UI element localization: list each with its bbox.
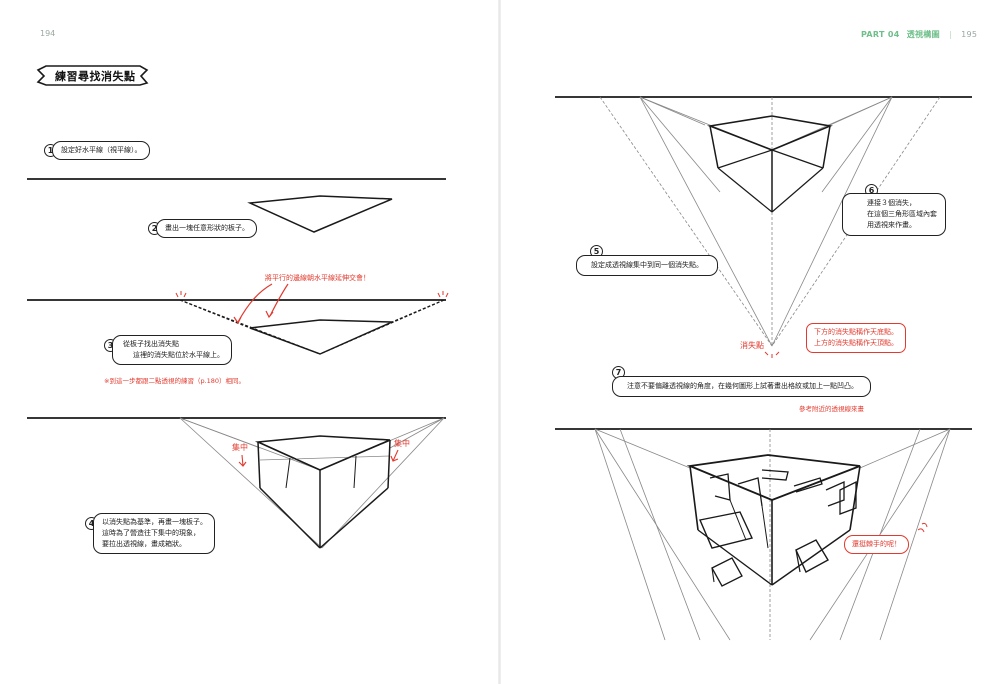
running-header: PART 04 透視構圖 | 195 xyxy=(861,29,977,40)
step-6-line-1: 連接３個消失， xyxy=(867,199,916,207)
label-converge-right: 集中 xyxy=(394,439,410,448)
right-diagrams xyxy=(555,96,972,641)
step-1-text: 設定好水平線（視平線）。 xyxy=(61,146,142,154)
step-badge-5: 5 xyxy=(590,245,603,258)
page-number-right: 195 xyxy=(961,30,978,39)
step-6-bubble: 連接３個消失， 在這個三角形區域內套 用透視來作畫。 xyxy=(842,193,946,236)
header-part: PART 04 xyxy=(861,30,900,39)
step-3-bubble: 從板子找出消失點 這裡的消失點位於水平線上。 xyxy=(112,335,232,365)
note-parallel-lines: 將平行的邊線朝水平線延伸交會！ xyxy=(265,274,370,282)
section-title: 練習尋找消失點 xyxy=(55,70,136,83)
header-title: 透視構圖 xyxy=(906,30,940,39)
header-separator: | xyxy=(949,30,952,39)
title-banner-shape xyxy=(36,65,149,86)
step-4-line-3: 要拉出透視線，畫成箱狀。 xyxy=(102,540,186,548)
note-reference-p180: ※到這一步都跟二點透視的練習（p.180）相同。 xyxy=(104,377,246,385)
note-nadir: 下方的消失點稱作天底點。 xyxy=(814,328,898,336)
board-step3 xyxy=(249,319,393,355)
page-number-left: 194 xyxy=(40,29,56,38)
step-5-bubble: 設定成透視線集中到同一個消失點。 xyxy=(576,255,718,276)
note-difficulty-bubble: 還挺棘手的呢！ xyxy=(844,535,909,554)
left-page: 194 練習尋找消失點 xyxy=(0,0,499,684)
step-2-text: 畫出一塊任意形狀的板子。 xyxy=(165,224,249,232)
page-gutter xyxy=(498,0,501,684)
note-zenith: 上方的消失點稱作天頂點。 xyxy=(814,339,898,347)
step-3-line-1: 從板子找出消失點 xyxy=(123,340,179,348)
step-7-text: 注意不要偏離透視線的角度，在幾何圖形上試著畫出格紋或加上一點凹凸。 xyxy=(627,382,858,390)
right-page: PART 04 透視構圖 | 195 xyxy=(500,0,999,684)
step-4-line-1: 以消失點為基準，再畫一塊板子。 xyxy=(102,518,207,526)
left-diagrams xyxy=(27,178,449,549)
note-difficulty: 還挺棘手的呢！ xyxy=(852,540,901,548)
step-2-bubble: 畫出一塊任意形狀的板子。 xyxy=(156,219,257,238)
step-5-text: 設定成透視線集中到同一個消失點。 xyxy=(591,261,703,269)
step-6-line-3: 用透視來作畫。 xyxy=(867,221,916,229)
step-1-bubble: 設定好水平線（視平線）。 xyxy=(52,141,150,160)
board-step2 xyxy=(247,195,393,233)
label-vanishing-point: 消失點 xyxy=(740,341,764,350)
step-badge-7: 7 xyxy=(612,366,625,379)
note-reference-lines: 參考附近的透視線來畫 xyxy=(799,405,864,413)
step-6-line-2: 在這個三角形區域內套 xyxy=(867,210,937,218)
label-converge-left: 集中 xyxy=(232,443,248,452)
step-3-line-2: 這裡的消失點位於水平線上。 xyxy=(133,351,224,359)
note-nadir-zenith-bubble: 下方的消失點稱作天底點。 上方的消失點稱作天頂點。 xyxy=(806,323,906,353)
step-7-bubble: 注意不要偏離透視線的角度，在幾何圖形上試著畫出格紋或加上一點凹凸。 xyxy=(612,376,871,397)
step-4-line-2: 這時為了營造往下集中的現象， xyxy=(102,529,200,537)
step-4-bubble: 以消失點為基準，再畫一塊板子。 這時為了營造往下集中的現象， 要拉出透視線，畫成… xyxy=(93,513,215,554)
